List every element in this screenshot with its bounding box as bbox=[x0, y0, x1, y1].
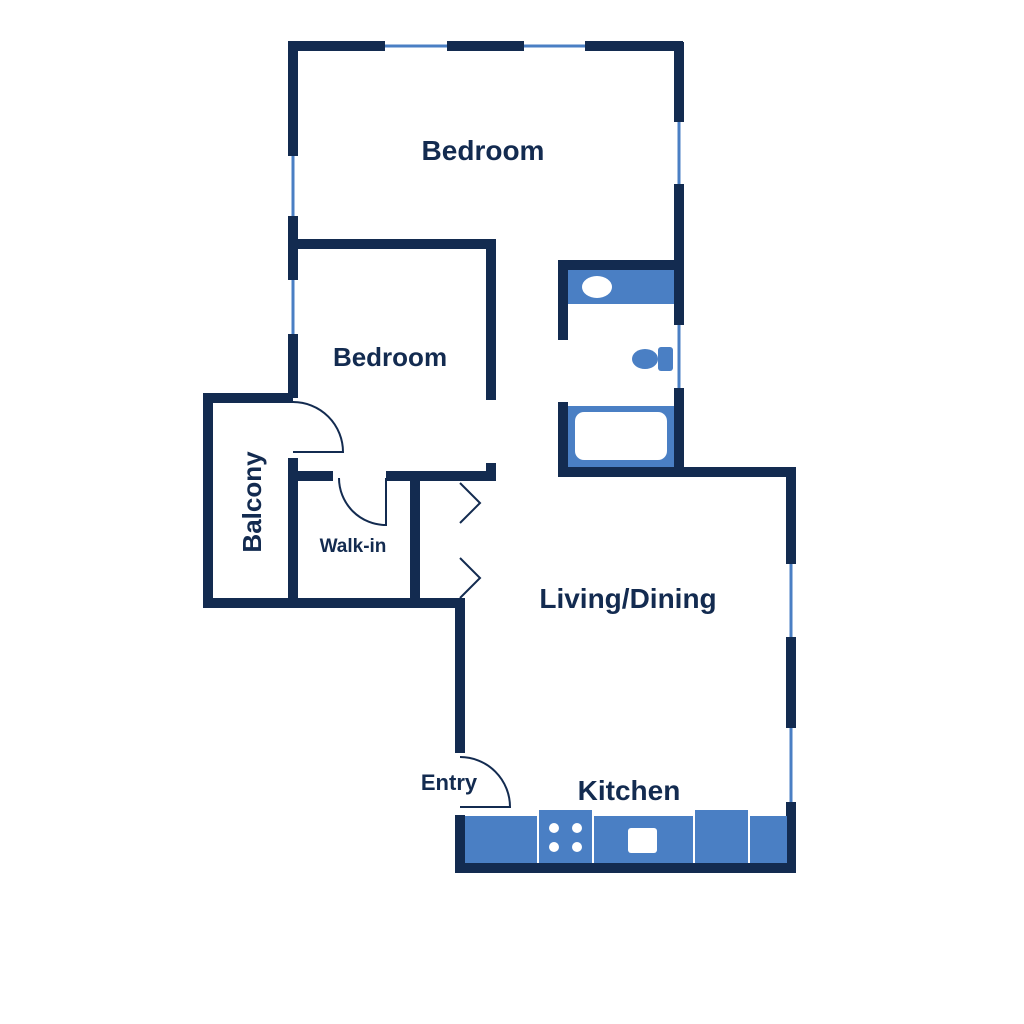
closet-bifold-doors bbox=[459, 482, 482, 599]
counter-block bbox=[695, 810, 748, 863]
bedroom-small: Bedroom bbox=[288, 239, 496, 481]
door-swing bbox=[292, 401, 345, 453]
stove-icon bbox=[539, 810, 592, 863]
bifold-door bbox=[459, 482, 482, 524]
bathtub-icon bbox=[568, 406, 674, 467]
room-label-walk-in: Walk-in bbox=[320, 536, 387, 557]
bifold-door bbox=[459, 557, 482, 599]
room-label-balcony: Balcony bbox=[237, 451, 267, 553]
balcony: Balcony bbox=[203, 393, 298, 608]
bedroom-large: Bedroom bbox=[288, 41, 684, 472]
room-label-bedroom-large: Bedroom bbox=[422, 135, 545, 166]
kitchen: Kitchen bbox=[465, 775, 787, 863]
living-dining: Living/Dining bbox=[455, 467, 796, 873]
entry: Entry bbox=[421, 756, 512, 808]
wall bbox=[203, 393, 293, 608]
room-label-entry: Entry bbox=[421, 770, 478, 795]
walk-in-closet: Walk-in bbox=[293, 471, 496, 608]
room-label-kitchen: Kitchen bbox=[578, 775, 681, 806]
kitchen-sink-icon bbox=[628, 828, 657, 853]
bathroom bbox=[558, 260, 683, 477]
room-label-living-dining: Living/Dining bbox=[539, 583, 716, 614]
entry-door-swing bbox=[459, 756, 512, 808]
toilet-icon bbox=[632, 347, 673, 371]
room-label-bedroom-small: Bedroom bbox=[333, 342, 447, 372]
sink-basin bbox=[582, 276, 612, 298]
door-swing bbox=[338, 477, 387, 527]
